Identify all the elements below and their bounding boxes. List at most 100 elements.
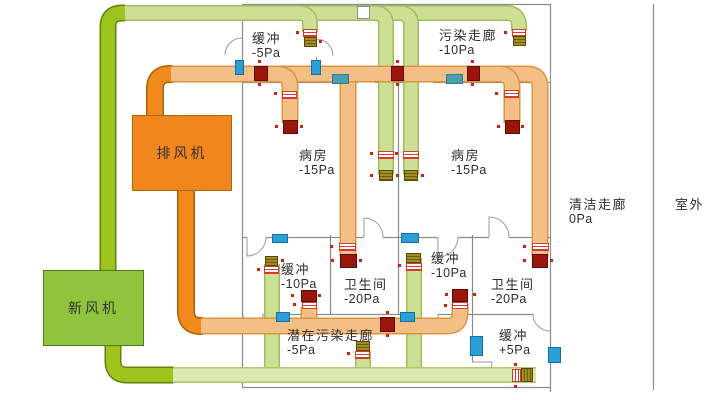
- exhaust-grille-buffer-mid2: [452, 289, 468, 302]
- exhaust-grille-toilet2: [532, 254, 548, 268]
- flow-arrow-marker: [523, 259, 526, 262]
- flow-arrow-marker: [257, 268, 260, 271]
- flow-arrow-marker: [386, 334, 389, 337]
- supply-branch-ward2: [398, 6, 418, 175]
- flow-arrow-marker: [331, 259, 334, 262]
- label-contaminated-corridor: 污染走廊-10Pa: [439, 28, 498, 57]
- damper-ward1-supply: [378, 151, 394, 159]
- fresh-air-fan-outlet-duct: [106, 345, 174, 382]
- flow-arrow-marker: [471, 83, 474, 86]
- flow-arrow-marker: [396, 83, 399, 86]
- damper-ward2-exhaust: [504, 90, 519, 98]
- flow-arrow-marker: [330, 245, 333, 248]
- damper-potential-corridor: [355, 351, 370, 359]
- fresh-air-fan-label: 新风机: [68, 300, 119, 316]
- exhaust-main-top: [171, 67, 547, 257]
- flow-arrow-marker: [291, 294, 294, 297]
- label-buffer-mid1: 缓冲-10Pa: [281, 262, 317, 291]
- flow-arrow-marker: [471, 60, 474, 63]
- damper-buffer-bottom: [512, 369, 521, 382]
- duct-access-marker: [357, 6, 370, 19]
- damper-buffer-mid2-exhaust: [452, 302, 468, 309]
- flow-arrow-marker: [300, 125, 303, 128]
- label-potential-corridor: 潜在污染走廊-5Pa: [287, 328, 375, 357]
- valve-top-main-2: [391, 66, 404, 81]
- exhaust-fan-label: 排风机: [156, 145, 208, 161]
- transfer-grille-buffer-bottom-left: [470, 336, 483, 356]
- flow-arrow-marker: [473, 293, 476, 296]
- flow-arrow-marker: [370, 174, 373, 177]
- supply-grille-buffer-top: [304, 37, 317, 47]
- exhaust-fan-top-duct: [147, 66, 173, 115]
- supply-grille-contaminated-corridor: [513, 36, 526, 46]
- flow-arrow-marker: [495, 92, 498, 95]
- transfer-grille-buffer-top-wall: [311, 60, 321, 75]
- transfer-grille-corridor-wall-1: [276, 312, 290, 322]
- exhaust-grille-toilet1: [340, 254, 357, 268]
- exhaust-grille-buffer-mid1: [301, 290, 317, 302]
- flow-arrow-marker: [258, 60, 261, 63]
- damper-toilet2-exhaust: [532, 243, 549, 251]
- flow-arrow-marker: [274, 92, 277, 95]
- transfer-grille-buffer-mid1-ward1: [272, 234, 288, 243]
- flow-arrow-marker: [497, 125, 500, 128]
- flow-arrow-marker: [296, 31, 299, 34]
- damper-buffer-top: [303, 29, 317, 37]
- flow-arrow-marker: [398, 264, 401, 267]
- transfer-grille-buffer-bottom-right: [548, 347, 561, 363]
- exhaust-ducts: [146, 65, 549, 335]
- flow-arrow-marker: [347, 352, 350, 355]
- supply-grille-buffer-bottom: [521, 368, 533, 382]
- label-buffer-top: 缓冲-5Pa: [252, 31, 282, 60]
- flow-arrow-marker: [396, 174, 399, 177]
- exhaust-branch-ward2: [498, 67, 519, 123]
- flow-arrow-marker: [395, 152, 398, 155]
- flow-arrow-marker: [359, 259, 362, 262]
- fresh-air-fan-box: 新风机: [43, 270, 144, 346]
- flow-arrow-marker: [444, 304, 447, 307]
- flow-arrow-marker: [281, 259, 284, 262]
- flow-arrow-marker: [504, 31, 507, 34]
- transfer-grille-outer-wall: [235, 60, 244, 75]
- supply-main-top: [124, 6, 526, 31]
- exhaust-fan-bottom-duct: [178, 190, 203, 334]
- exhaust-fan-box: 排风机: [132, 115, 232, 191]
- transfer-grille-ward1-corridor: [332, 74, 349, 84]
- damper-ward1-exhaust: [282, 91, 297, 99]
- flow-arrow-marker: [445, 293, 448, 296]
- exhaust-grille-ward2: [505, 120, 520, 134]
- flow-arrow-marker: [421, 174, 424, 177]
- damper-buffer-mid1-supply: [264, 266, 279, 274]
- exhaust-grille-ward1: [283, 120, 298, 134]
- transfer-grille-corridor-wall-2: [400, 312, 415, 322]
- flow-arrow-marker: [293, 303, 296, 306]
- flow-arrow-marker: [550, 259, 553, 262]
- flow-arrow-marker: [386, 311, 389, 314]
- valve-bottom-main: [380, 317, 395, 332]
- transfer-grille-buffer-mid2-ward2: [401, 233, 419, 243]
- supply-branch-ward1: [373, 6, 393, 175]
- flow-arrow-marker: [514, 385, 517, 388]
- flow-arrow-marker: [523, 245, 526, 248]
- flow-arrow-marker: [514, 363, 517, 366]
- label-buffer-mid2: 缓冲-10Pa: [431, 251, 467, 280]
- valve-top-main-1: [254, 66, 268, 81]
- damper-buffer-mid1-exhaust: [302, 302, 317, 309]
- flow-arrow-marker: [396, 60, 399, 63]
- label-toilet1: 卫生间-20Pa: [344, 277, 388, 306]
- valve-top-main-3: [467, 66, 480, 81]
- flow-arrow-marker: [318, 294, 321, 297]
- supply-grille-potential-corridor: [356, 341, 370, 351]
- exhaust-main-bottom: [201, 303, 467, 333]
- flow-arrow-marker: [275, 125, 278, 128]
- supply-grille-ward2: [404, 170, 418, 181]
- flow-arrow-marker: [319, 40, 322, 43]
- transfer-grille-ward2-corridor: [446, 74, 463, 84]
- flow-arrow-marker: [258, 83, 261, 86]
- label-toilet2: 卫生间-20Pa: [491, 277, 535, 306]
- damper-buffer-mid2-supply: [406, 263, 422, 271]
- label-ward2: 病房-15Pa: [451, 148, 487, 177]
